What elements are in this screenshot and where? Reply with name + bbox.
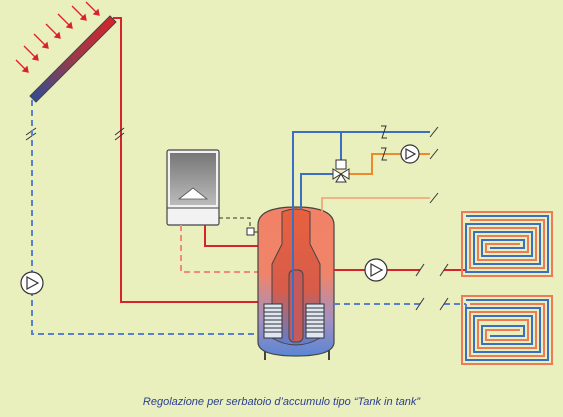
heating-pump — [364, 258, 388, 282]
recirculation-pipe — [321, 197, 430, 212]
recirculation-pump — [400, 144, 420, 164]
pipe-break-mark — [415, 263, 449, 311]
solar-collector — [15, 1, 117, 103]
solar-flow-pipe — [113, 17, 258, 303]
wall-boiler — [166, 149, 220, 226]
pipe-break-mark — [429, 126, 439, 204]
check-valve-lower — [381, 147, 387, 161]
thermostatic-mixing-valve — [332, 159, 350, 183]
diagram-caption: Regolazione per serbatoio d’accumulo tip… — [142, 396, 421, 408]
solar-coil-left — [263, 303, 283, 339]
floor-heating-loop-2 — [461, 295, 553, 365]
boiler-flow-pipe — [204, 225, 262, 247]
boiler-control-wire — [219, 217, 251, 228]
solar-coil-right — [305, 303, 325, 339]
solar-pump — [20, 271, 44, 295]
check-valve-upper — [381, 125, 387, 139]
solar-return-pipe — [31, 100, 262, 335]
tank-in-tank-storage — [257, 206, 335, 360]
pipe-break-mark — [25, 127, 125, 141]
sun-rays — [15, 1, 100, 73]
tank-sensor — [246, 227, 255, 236]
hot-water-outlet-pipe — [300, 173, 333, 210]
floor-heating-loop-1 — [461, 211, 553, 277]
boiler-return-pipe — [180, 225, 262, 273]
